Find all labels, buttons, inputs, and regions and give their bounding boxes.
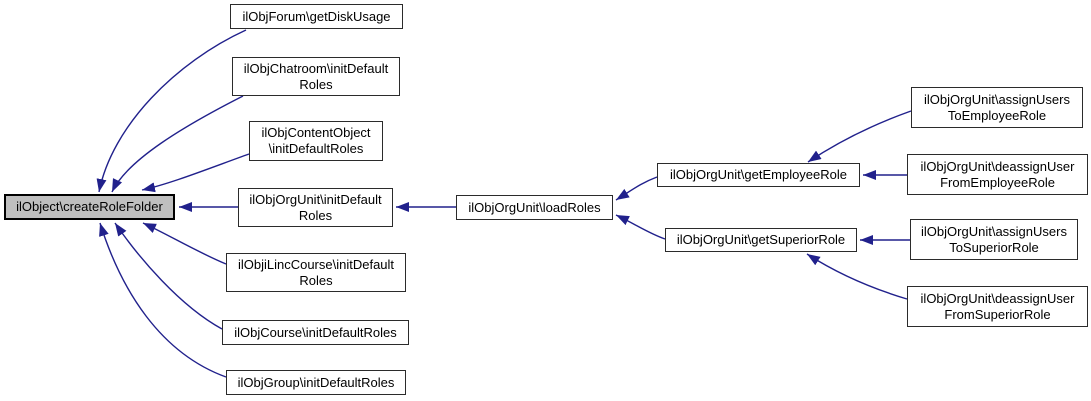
node-orgUnit-deassignUserFromSuperiorRole[interactable]: ilObjOrgUnit\deassignUser FromSuperiorRo… <box>907 286 1088 327</box>
node-label: ilObjOrgUnit\assignUsers ToSuperiorRole <box>921 223 1067 255</box>
node-iLincCourse-initDefaultRoles[interactable]: ilObjiLincCourse\initDefault Roles <box>226 253 406 292</box>
node-label: ilObjOrgUnit\assignUsers ToEmployeeRole <box>924 91 1070 123</box>
node-orgUnit-assignUsersToEmployeeRole[interactable]: ilObjOrgUnit\assignUsers ToEmployeeRole <box>911 87 1083 128</box>
node-label: ilObject\createRoleFolder <box>16 199 163 214</box>
node-orgUnit-initDefaultRoles[interactable]: ilObjOrgUnit\initDefault Roles <box>238 188 393 227</box>
node-chatroom-initDefaultRoles[interactable]: ilObjChatroom\initDefault Roles <box>232 57 400 96</box>
node-group-initDefaultRoles[interactable]: ilObjGroup\initDefaultRoles <box>226 370 406 395</box>
node-label: ilObjOrgUnit\deassignUser FromSuperiorRo… <box>920 290 1075 322</box>
node-contentObject-initDefaultRoles[interactable]: ilObjContentObject \initDefaultRoles <box>249 121 383 161</box>
edge-deassignUserFromSuperiorRole-to-getSuperiorRole <box>806 253 908 300</box>
node-label: ilObjCourse\initDefaultRoles <box>234 324 397 340</box>
node-label: ilObjiLincCourse\initDefault Roles <box>237 256 395 288</box>
node-createRoleFolder: ilObject\createRoleFolder <box>4 194 175 220</box>
node-label: ilObjOrgUnit\loadRoles <box>468 199 601 215</box>
edge-getSuperiorRole-to-loadRoles <box>615 214 666 240</box>
edge-group-initDefaultRoles-to-createRoleFolder <box>99 222 227 378</box>
node-label: ilObjForum\getDiskUsage <box>242 8 391 24</box>
node-orgUnit-getEmployeeRole[interactable]: ilObjOrgUnit\getEmployeeRole <box>657 163 860 187</box>
edge-contentObject-initDefaultRoles-to-createRoleFolder <box>141 153 250 193</box>
node-forum-getDiskUsage[interactable]: ilObjForum\getDiskUsage <box>230 4 403 29</box>
edge-chatroom-initDefaultRoles-to-createRoleFolder <box>111 95 244 193</box>
node-label: ilObjChatroom\initDefault Roles <box>243 60 389 92</box>
node-label: ilObjOrgUnit\getSuperiorRole <box>676 232 846 247</box>
edge-assignUsersToEmployeeRole-to-getEmployeeRole <box>807 110 912 163</box>
node-orgUnit-loadRoles[interactable]: ilObjOrgUnit\loadRoles <box>456 195 613 220</box>
node-label: ilObjGroup\initDefaultRoles <box>237 374 395 390</box>
edge-course-initDefaultRoles-to-createRoleFolder <box>114 222 223 330</box>
edge-iLincCourse-initDefaultRoles-to-createRoleFolder <box>142 222 227 265</box>
node-label: ilObjOrgUnit\initDefault Roles <box>249 191 382 223</box>
node-label: ilObjOrgUnit\getEmployeeRole <box>669 167 848 182</box>
node-course-initDefaultRoles[interactable]: ilObjCourse\initDefaultRoles <box>222 320 409 345</box>
edge-getEmployeeRole-to-loadRoles <box>615 176 658 201</box>
node-label: ilObjContentObject \initDefaultRoles <box>261 125 371 156</box>
edge-forum-getDiskUsage-to-createRoleFolder <box>96 29 247 193</box>
node-orgUnit-deassignUserFromEmployeeRole[interactable]: ilObjOrgUnit\deassignUser FromEmployeeRo… <box>907 154 1088 195</box>
node-orgUnit-assignUsersToSuperiorRole[interactable]: ilObjOrgUnit\assignUsers ToSuperiorRole <box>910 219 1078 260</box>
node-label: ilObjOrgUnit\deassignUser FromEmployeeRo… <box>920 158 1075 190</box>
node-orgUnit-getSuperiorRole[interactable]: ilObjOrgUnit\getSuperiorRole <box>665 228 857 252</box>
